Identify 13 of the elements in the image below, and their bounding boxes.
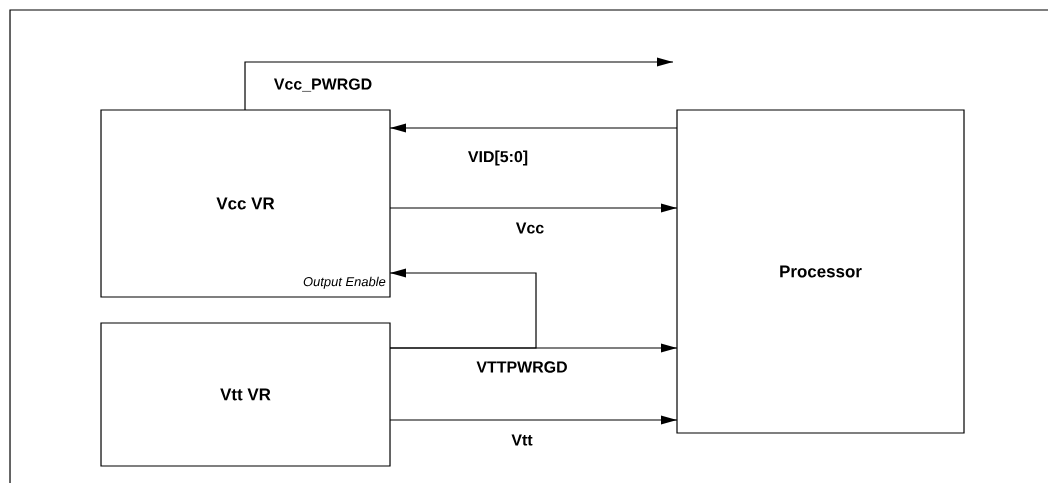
arrow — [389, 123, 678, 133]
edge-label: Vtt — [510, 433, 534, 447]
arrow — [389, 268, 537, 349]
block-box: Vcc VR Output Enable — [100, 109, 391, 298]
arrow — [389, 203, 678, 213]
arrow — [389, 415, 678, 425]
block-box: Vtt VR — [100, 322, 391, 467]
block-box: Processor — [676, 109, 965, 434]
edge-label: VTTPWRGD — [475, 360, 569, 374]
edge-label: Vcc — [514, 221, 546, 235]
edge-label: Vcc_PWRGD — [272, 77, 374, 93]
arrow — [244, 57, 674, 111]
edge-label: VID[5:0] — [466, 149, 530, 167]
